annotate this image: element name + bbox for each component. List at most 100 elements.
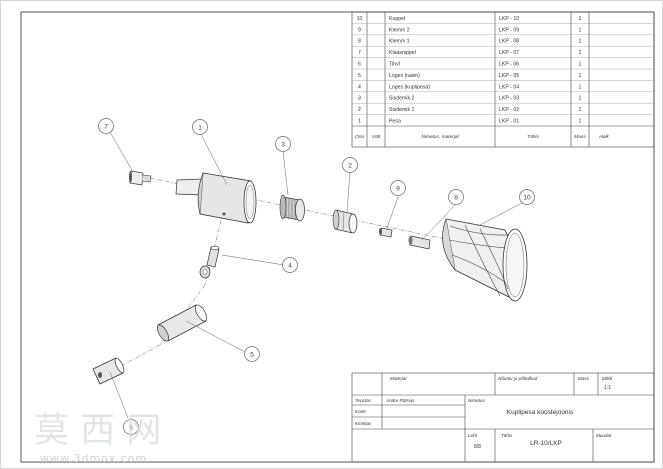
- bom-row-code: LKP - 02: [499, 107, 519, 113]
- bom-header-pos: Osa: [355, 134, 364, 140]
- bom-header-qty: Vält: [372, 134, 381, 140]
- balloon-circle-5: [244, 346, 260, 362]
- bom-row-code: LKP - 08: [499, 39, 519, 45]
- drawing-code: LR-10/LKP: [530, 440, 562, 447]
- title-block: [351, 372, 655, 463]
- code-label: Tähis: [501, 433, 513, 438]
- part-2-sleeve: [332, 209, 358, 234]
- balloon-label-8: 8: [454, 194, 458, 201]
- bom-table: [351, 11, 655, 148]
- bom-row-qty: 1: [579, 73, 582, 79]
- bom-header: Osa Vält Nimetus, materjal Tähis Mass Ho…: [355, 134, 609, 140]
- balloon-label-1: 1: [198, 124, 202, 131]
- part-9-clamp-2: [379, 227, 393, 238]
- bom-header-code: Tähis: [527, 134, 539, 140]
- bom-row-code: LKP - 10: [499, 16, 519, 22]
- balloon-label-9: 9: [396, 185, 400, 192]
- drawn-label: Teostas: [355, 398, 372, 403]
- part-10-dome: [442, 218, 528, 302]
- material-label: Materjal: [390, 376, 407, 381]
- requirements-label: Nõutav ja põltalbud: [498, 376, 538, 381]
- balloon-circle-4: [282, 257, 298, 273]
- bom-row-qty: 1: [579, 39, 582, 45]
- bom-row-pos: 7: [358, 50, 361, 56]
- bom-row-qty: 1: [579, 62, 582, 68]
- name-label: Nimetus: [468, 398, 486, 403]
- mass-label: Mass: [578, 376, 590, 381]
- bom-row-code: LKP - 06: [499, 62, 519, 68]
- bom-row-name: Klemm 2: [389, 27, 410, 33]
- balloon-circle-1: [192, 119, 208, 135]
- bom-row-pos: 2: [358, 107, 361, 113]
- part-3-inner-ring: [279, 194, 305, 222]
- part-6-pin: [92, 357, 125, 385]
- part-8-clamp-1: [408, 235, 431, 250]
- bom-row-pos: 1: [358, 119, 361, 125]
- bom-row-code: LKP - 01: [499, 119, 519, 125]
- bom-row-pos: 5: [358, 73, 361, 79]
- checked-label: Kontr.: [355, 409, 367, 414]
- bom-row-name: Sisdemik 1: [389, 107, 414, 113]
- balloon-label-4: 4: [288, 262, 292, 269]
- balloon-label-7: 7: [104, 123, 108, 130]
- bom-row-code: LKP - 07: [499, 50, 519, 56]
- balloon-label-10: 10: [523, 194, 531, 201]
- watermark: 莫 西 网 www.3dmox.com: [34, 411, 161, 465]
- sheet-value: 8/8: [474, 444, 481, 450]
- bom-row-code: LKP - 04: [499, 84, 519, 90]
- bom-row-code: LKP - 05: [499, 73, 519, 79]
- bom-row-qty: 1: [579, 96, 582, 102]
- bom-row-pos: 6: [358, 62, 361, 68]
- bom-row-code: LKP - 03: [499, 96, 519, 102]
- balloon-label-6: 6: [129, 424, 133, 431]
- leader-lines: [109, 131, 523, 419]
- balloon-circle-6: [123, 419, 139, 435]
- bom-row-qty: 1: [579, 27, 582, 33]
- bom-header-name: Nimetus, materjal: [421, 134, 459, 140]
- drawing-title: Kuplipesa koostejoonis: [507, 409, 574, 416]
- bom-row-name: Klaasnippel: [389, 50, 416, 56]
- bom-row-code: LKP - 09: [499, 27, 519, 33]
- bom-row-qty: 1: [579, 16, 582, 22]
- bom-row-qty: 1: [579, 50, 582, 56]
- bom-row-name: Sisdemik 2: [389, 96, 414, 102]
- balloon-circle-2: [342, 157, 358, 173]
- bom-row-qty: 1: [579, 107, 582, 113]
- bom-header-mass: Mass: [574, 134, 586, 140]
- title-block-text: Materjal Nõutav ja põltalbud Mass Mõõt 1…: [355, 376, 613, 450]
- watermark-url: www.3dmox.com: [40, 452, 147, 465]
- scale-value: 1:1: [604, 385, 611, 391]
- balloon-circle-8: [448, 189, 464, 205]
- balloon-circle-7: [98, 118, 114, 134]
- bom-row-name: Loges (raam): [389, 73, 420, 79]
- bom-row-pos: 9: [358, 27, 361, 33]
- balloon-circle-9: [390, 180, 406, 196]
- part-1-housing: [175, 172, 257, 224]
- bom-row-pos: 10: [357, 16, 363, 22]
- bom-row-name: Tihvt: [389, 62, 401, 68]
- approved-label: Kinnitas: [355, 421, 372, 426]
- part-5-frame-gland: [156, 304, 208, 342]
- bom-row-name: Pesa: [389, 119, 401, 125]
- changes-label: Muudat: [596, 433, 612, 438]
- scale-label: Mõõt: [602, 376, 613, 381]
- balloon-circle-10: [519, 189, 535, 205]
- bom-row-pos: 8: [358, 39, 361, 45]
- balloon-label-2: 2: [348, 162, 352, 169]
- balloon-circle-3: [275, 136, 291, 152]
- part-7-glass-nipple: [129, 170, 152, 186]
- drawing-frame: [20, 11, 655, 463]
- bom-row-name: Loges (kuplipesa): [389, 84, 430, 90]
- bom-row-name: Klemm 1: [389, 39, 410, 45]
- bom-row-pos: 3: [358, 96, 361, 102]
- bom-row-name: Kuppel: [389, 16, 405, 22]
- balloon-label-5: 5: [250, 351, 254, 358]
- bom-header-note: Holk: [599, 134, 609, 140]
- bom-row-pos: 4: [358, 84, 361, 90]
- sheet-label: Leht: [468, 433, 478, 438]
- bom-rows: 10 Kuppel LKP - 10 1 9 Klemm 2 LKP - 09 1 8 Klemm…: [357, 16, 582, 125]
